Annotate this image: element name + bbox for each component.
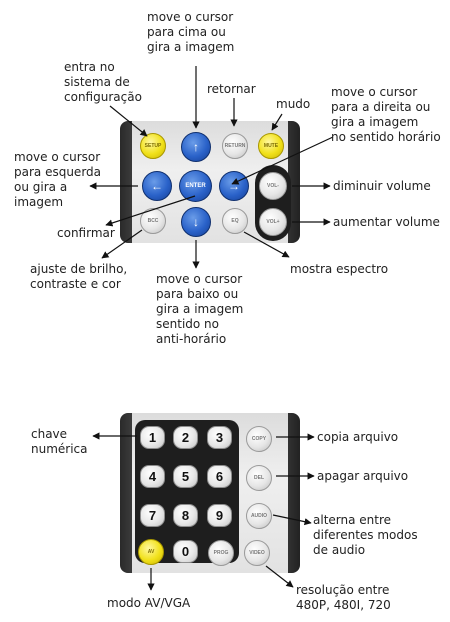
label-vol-up: aumentar volume	[333, 215, 440, 229]
label-up: move o cursor para cima ou gira a imagem	[147, 10, 235, 54]
label-numeric: chave numérica	[31, 427, 88, 456]
setup-button[interactable]: SETUP	[140, 133, 166, 159]
arrow-up-icon: ↑	[193, 140, 199, 154]
vol-plus-button[interactable]: VOL+	[259, 208, 287, 236]
enter-button[interactable]: ENTER	[179, 170, 212, 202]
label-confirm: confirmar	[57, 226, 115, 240]
del-button[interactable]: DEL	[246, 465, 272, 491]
label-setup: entra no sistema de configuração	[64, 60, 142, 104]
audio-button[interactable]: AUDIO	[246, 503, 272, 529]
arrow-down-icon: ↓	[193, 215, 199, 229]
key-2[interactable]: 2	[173, 426, 198, 449]
mute-button[interactable]: MUTE	[258, 133, 284, 159]
key-6[interactable]: 6	[207, 465, 232, 488]
label-left: move o cursor para esquerda ou gira a im…	[14, 150, 102, 209]
key-0[interactable]: 0	[173, 540, 198, 563]
arrow-right-icon: →	[228, 179, 240, 193]
video-button[interactable]: VIDEO	[244, 540, 270, 566]
eq-button[interactable]: EQ	[222, 208, 248, 234]
label-resolution: resolução entre 480P, 480I, 720	[296, 583, 391, 612]
key-3[interactable]: 3	[207, 426, 232, 449]
label-copy: copia arquivo	[317, 430, 399, 444]
label-return: retornar	[207, 82, 256, 96]
copy-button[interactable]: COPY	[246, 426, 272, 452]
return-button[interactable]: RETURN	[222, 133, 248, 159]
key-8[interactable]: 8	[173, 504, 198, 527]
label-audio: alterna entre diferentes modos de audio	[313, 513, 418, 557]
label-eq: mostra espectro	[290, 262, 389, 276]
key-1[interactable]: 1	[140, 426, 165, 449]
down-button[interactable]: ↓	[181, 207, 211, 237]
label-del: apagar arquivo	[317, 469, 409, 483]
key-9[interactable]: 9	[207, 504, 232, 527]
prog-button[interactable]: PROG	[208, 540, 234, 566]
bcc-button[interactable]: BCC	[140, 208, 166, 234]
av-button[interactable]: AV	[138, 539, 164, 565]
up-button[interactable]: ↑	[181, 132, 211, 162]
right-button[interactable]: →	[219, 171, 249, 201]
label-mute: mudo	[276, 97, 311, 111]
vol-minus-button[interactable]: VOL-	[259, 172, 287, 200]
key-7[interactable]: 7	[140, 504, 165, 527]
left-button[interactable]: ←	[142, 171, 172, 201]
label-right: move o cursor para a direita ou gira a i…	[331, 85, 441, 144]
key-5[interactable]: 5	[173, 465, 198, 488]
label-down: move o cursor para baixo ou gira a image…	[156, 272, 244, 346]
key-4[interactable]: 4	[140, 465, 165, 488]
label-bcc: ajuste de brilho, contraste e cor	[30, 262, 128, 291]
label-vol-down: diminuir volume	[333, 179, 431, 193]
arrow-left-icon: ←	[151, 179, 163, 193]
label-av: modo AV/VGA	[107, 596, 191, 610]
